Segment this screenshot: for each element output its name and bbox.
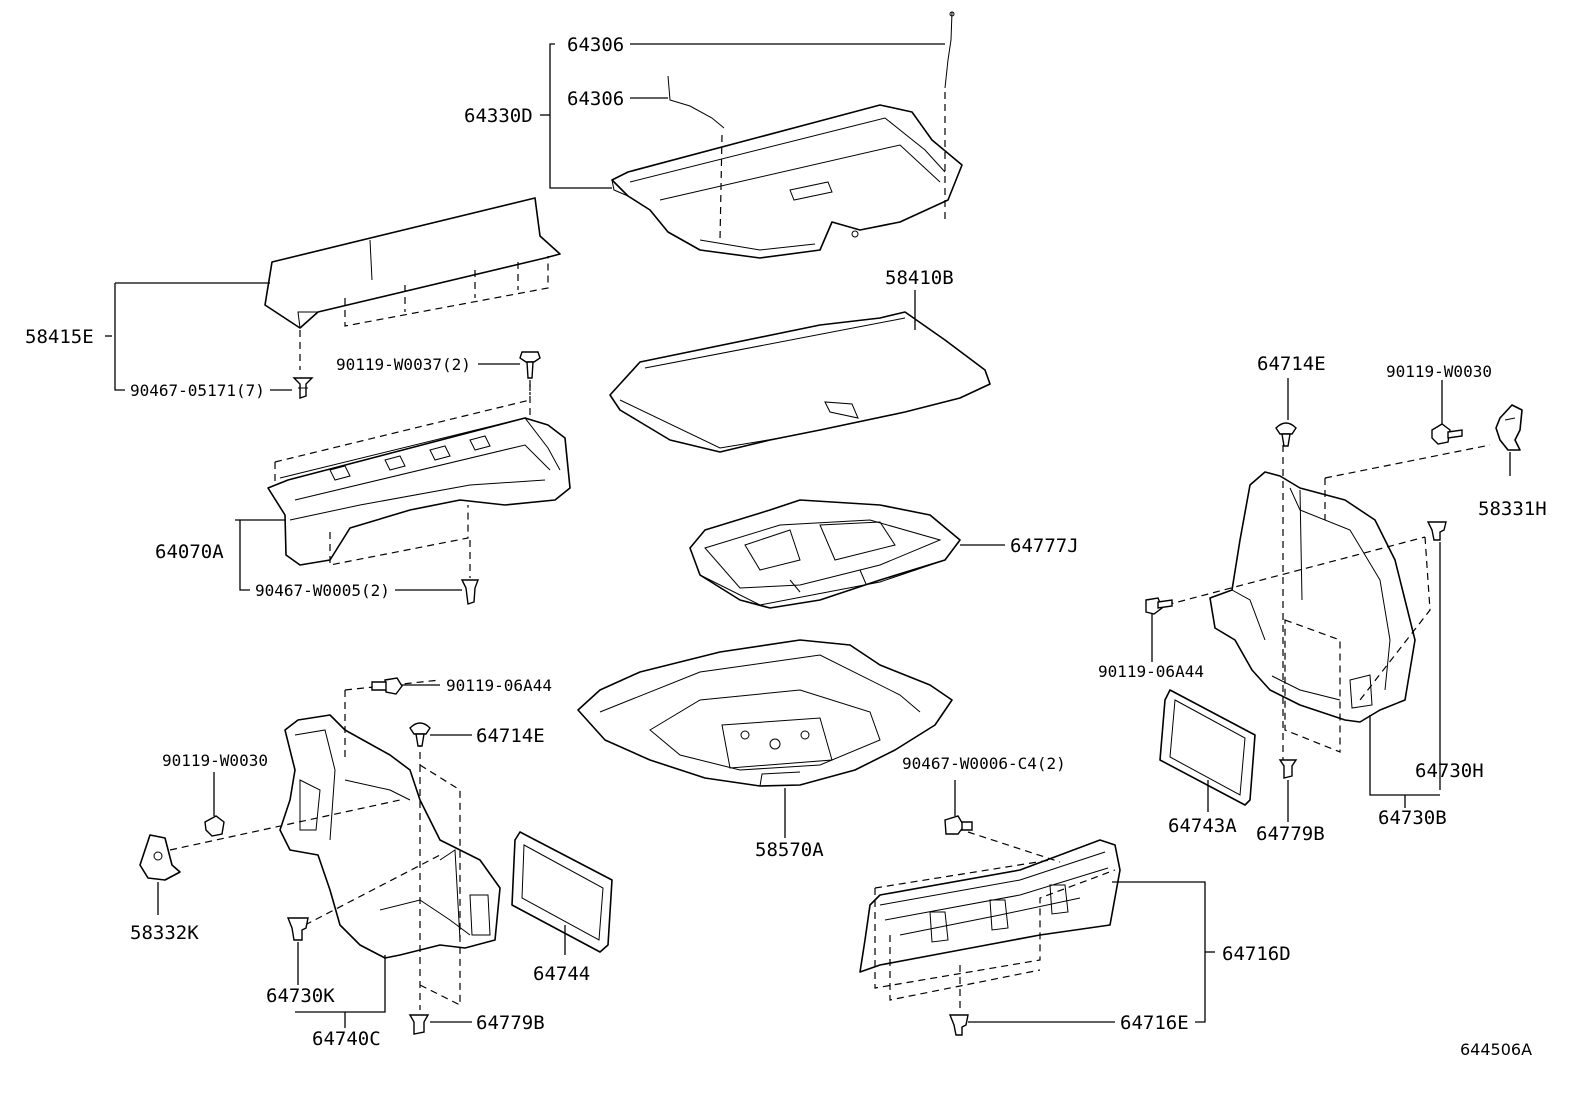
clip-64779B-left-icon — [408, 1014, 430, 1035]
cover-panel-64743A-drawing — [1159, 689, 1256, 812]
label-64730B: 64730B — [1378, 807, 1447, 829]
label-64730H: 64730H — [1415, 760, 1484, 782]
clip-64730H-icon — [1426, 521, 1447, 790]
clip-64779B-right-icon — [1278, 759, 1298, 779]
leader-lines — [105, 43, 1443, 1028]
label-64777J: 64777J — [1010, 535, 1079, 557]
label-64779B-left: 64779B — [476, 1012, 545, 1034]
label-58415E: 58415E — [25, 326, 94, 348]
storage-tray-drawing — [689, 499, 961, 609]
label-90119-W0037: 90119-W0037(2) — [336, 355, 471, 374]
label-64744: 64744 — [533, 963, 590, 985]
bracket-58332K-drawing — [139, 834, 181, 915]
label-58331H: 58331H — [1478, 498, 1547, 520]
bolt-90119-06A44-left-icon — [371, 677, 403, 695]
back-scuff-plate-drawing — [859, 831, 1121, 1010]
tonneau-rod-upper — [944, 11, 955, 220]
label-64714E-left: 64714E — [476, 725, 545, 747]
bracket-58331H-drawing — [1495, 404, 1523, 476]
label-64730K: 64730K — [266, 985, 335, 1007]
right-quarter-trim-drawing — [1154, 444, 1491, 760]
clip-64714E-right-icon — [1275, 422, 1297, 447]
label-90467-W0005: 90467-W0005(2) — [255, 581, 390, 600]
label-90119-06A44-left: 90119-06A44 — [446, 676, 552, 695]
bolt-90467-W0006-icon — [944, 780, 973, 835]
rear-panel-drawing — [267, 384, 571, 578]
label-64330D: 64330D — [464, 105, 533, 127]
label-90467-05171: 90467-05171(7) — [130, 381, 265, 400]
bolt-90119-06A44-right-icon — [1145, 597, 1173, 662]
tonneau-rod-lower — [667, 75, 725, 241]
label-64779B-right: 64779B — [1256, 823, 1325, 845]
luggage-mat-drawing — [609, 311, 991, 453]
label-64740C: 64740C — [312, 1028, 381, 1050]
clip-64730K-icon — [286, 917, 309, 985]
clip-90467-05171-icon — [292, 377, 314, 399]
left-quarter-trim-drawing — [169, 679, 501, 1010]
label-90119-06A44-right: 90119-06A44 — [1098, 662, 1204, 681]
clip-90467-W0005-icon — [460, 579, 480, 605]
floor-board-drawing — [577, 639, 953, 787]
label-64716D: 64716D — [1222, 943, 1291, 965]
clip-64714E-left-icon — [409, 722, 431, 747]
bolt-90119-W0030-right-icon — [1431, 423, 1463, 445]
label-58570A: 58570A — [755, 839, 824, 861]
label-64070A: 64070A — [155, 541, 224, 563]
label-90119-W0030-right: 90119-W0030 — [1386, 362, 1492, 381]
clip-64716E-icon — [948, 1014, 969, 1036]
label-90467-W0006: 90467-W0006-C4(2) — [902, 754, 1066, 773]
cover-panel-64744-drawing — [511, 831, 613, 955]
label-64716E: 64716E — [1120, 1012, 1189, 1034]
label-64743A: 64743A — [1168, 815, 1237, 837]
bolt-90119-W0037-icon — [519, 351, 541, 395]
label-64714E-right: 64714E — [1257, 353, 1326, 375]
label-90119-W0030-left: 90119-W0030 — [162, 751, 268, 770]
label-64306-upper: 64306 — [567, 34, 624, 56]
tonneau-cover-drawing — [611, 104, 963, 259]
part-labels: 64306 64306 64330D 58415E 90467-05171(7)… — [25, 34, 1547, 1059]
label-64306-lower: 64306 — [567, 88, 624, 110]
diagram-reference-id: 644506A — [1460, 1040, 1532, 1059]
label-58410B: 58410B — [885, 267, 954, 289]
label-58332K: 58332K — [130, 922, 199, 944]
side-panel-drawing — [264, 197, 561, 370]
bolt-90119-W0030-left-icon — [204, 772, 225, 837]
